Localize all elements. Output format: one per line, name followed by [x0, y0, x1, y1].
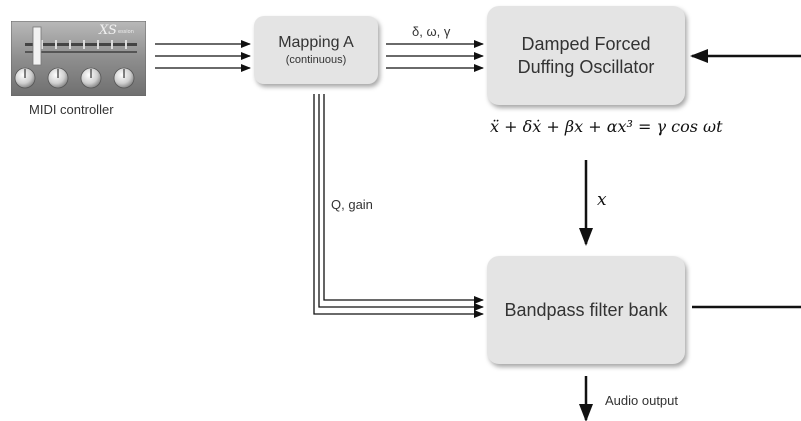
oscillator-line1: Damped Forced [521, 33, 651, 54]
svg-text:X: X [98, 23, 109, 38]
mapping-subtitle: (continuous) [285, 54, 347, 66]
oscillator-line2: Duffing Oscillator [517, 56, 655, 77]
filter-title: Bandpass filter bank [504, 299, 668, 320]
duffing-equation: ẍ + δẋ + βx + αx³ = γ cos ωt [490, 117, 723, 136]
audio-output-label: Audio output [605, 393, 679, 408]
midi-controller-label: MIDI controller [29, 102, 114, 117]
bandpass-filter-bank-block: Bandpass filter bank [487, 256, 685, 364]
midi-controller-image: X S ession [11, 21, 146, 96]
knob-row [14, 67, 135, 89]
svg-text:S: S [108, 23, 117, 38]
svg-text:ession: ession [118, 29, 134, 35]
mapping-title: Mapping A [278, 34, 354, 51]
mapping-to-oscillator-arrows [386, 40, 484, 72]
midi-to-mapping-arrows [155, 40, 251, 72]
mapping-a-block: Mapping A (continuous) [254, 16, 378, 84]
mapping-to-filter-arrows [313, 94, 484, 318]
state-edge-label: x [597, 190, 607, 210]
duffing-oscillator-block: Damped Forced Duffing Oscillator [487, 6, 685, 105]
q-gain-edge-label: Q, gain [331, 197, 373, 212]
parameters-edge-label: δ, ω, γ [412, 24, 451, 39]
